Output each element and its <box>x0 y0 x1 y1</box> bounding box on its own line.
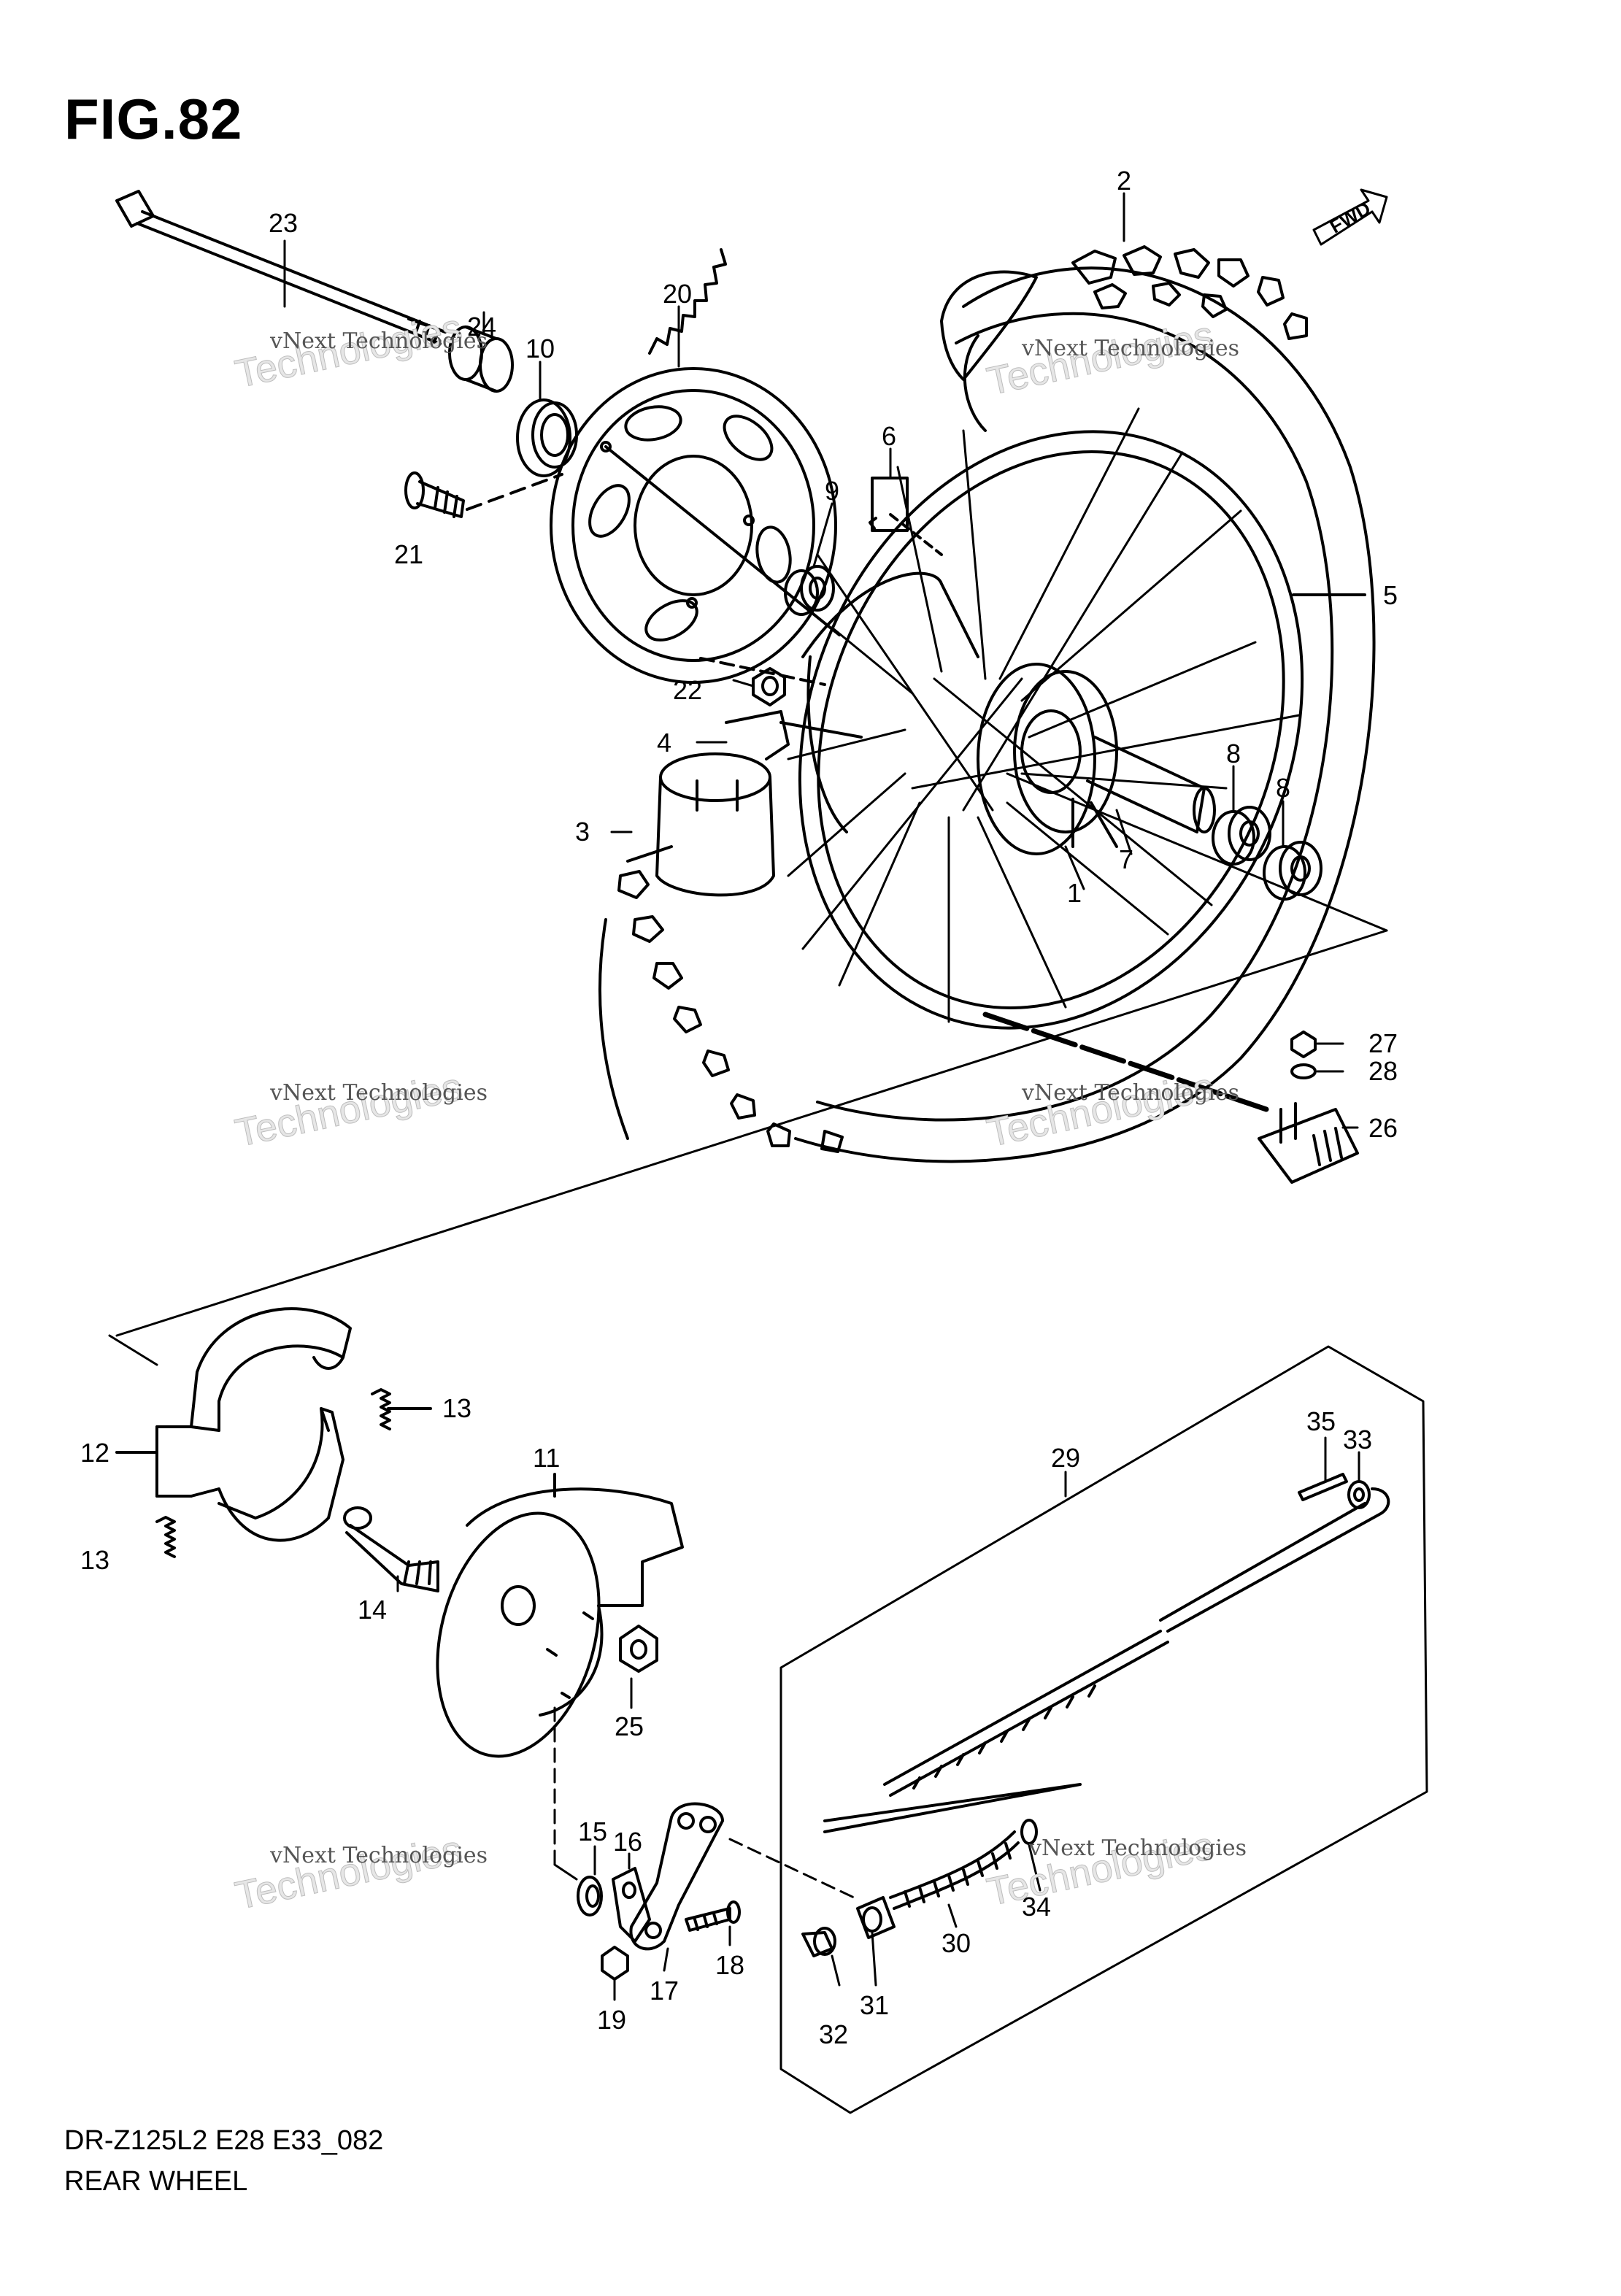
callout-31: 31 <box>860 1990 889 2020</box>
callout-17: 17 <box>650 1976 679 2006</box>
brake-panel-11 <box>436 1473 684 1758</box>
nut-22 <box>699 657 826 706</box>
callout-29: 29 <box>1051 1443 1080 1473</box>
callout-16: 16 <box>613 1827 642 1857</box>
rear-hub-1 <box>801 571 1216 855</box>
washer-33 <box>1347 1480 1371 1509</box>
callout-15: 15 <box>578 1817 607 1846</box>
brake-shoe-upper-12 <box>190 1307 352 1432</box>
tire-lugs-lower <box>598 870 844 1153</box>
callout-25: 25 <box>615 1711 644 1741</box>
nut-25 <box>619 1625 658 1673</box>
nut-27 <box>1290 1030 1317 1058</box>
section-name: REAR WHEEL <box>64 2166 248 2197</box>
callout-8b: 8 <box>1276 773 1290 803</box>
bearing-9 <box>784 565 835 616</box>
callout-12: 12 <box>80 1438 109 1468</box>
callout-13-lower: 13 <box>80 1545 109 1575</box>
sprocket-20 <box>550 248 841 684</box>
bolt-18 <box>685 1900 741 1932</box>
callout-30: 30 <box>942 1928 971 1958</box>
callout-24: 24 <box>467 312 496 342</box>
washer-28 <box>1290 1063 1317 1079</box>
rim-band-4 <box>725 710 863 760</box>
callout-1: 1 <box>1067 878 1082 908</box>
brake-camshaft-14 <box>343 1506 439 1592</box>
callout-5: 5 <box>1383 580 1398 610</box>
callout-32: 32 <box>819 2019 848 2049</box>
brake-shoe-lower-12 <box>190 1407 344 1542</box>
callout-34: 34 <box>1022 1892 1051 1922</box>
assembly-guide-lines <box>108 772 1388 1366</box>
callout-12-bracket <box>115 1425 193 1498</box>
callout-14: 14 <box>358 1595 387 1625</box>
bearing-8a <box>1212 806 1271 866</box>
callout-4: 4 <box>657 728 671 758</box>
spring-30 <box>889 1830 1020 1910</box>
fwd-label: FWD <box>1326 197 1374 238</box>
brake-rod-box-29 <box>779 1345 1428 2114</box>
callout-19: 19 <box>597 2005 626 2035</box>
spring-13-lower <box>155 1516 176 1558</box>
model-code: DR-Z125L2 E28 E33_082 <box>64 2125 384 2156</box>
callout-33: 33 <box>1343 1425 1372 1455</box>
spacer-24 <box>448 325 514 393</box>
callout-11: 11 <box>533 1443 560 1473</box>
callout-9: 9 <box>825 476 839 506</box>
callout-23: 23 <box>269 208 298 238</box>
callout-21: 21 <box>394 539 423 569</box>
callout-6: 6 <box>882 421 896 451</box>
wheel-rim-5 <box>798 430 1366 1030</box>
leader-lines <box>283 192 1360 2001</box>
callout-26: 26 <box>1368 1113 1398 1143</box>
callout-10: 10 <box>525 334 555 363</box>
callout-27: 27 <box>1368 1028 1398 1058</box>
callout-8a: 8 <box>1226 739 1241 768</box>
oil-seal-10 <box>516 398 578 477</box>
callout-13-upper: 13 <box>442 1393 471 1423</box>
brake-arm-guide <box>553 1706 855 1899</box>
nut-19 <box>601 1946 629 1981</box>
callout-numbers: 1 2 3 4 5 6 7 8 8 9 10 11 12 13 13 14 15… <box>80 166 1398 2049</box>
callout-22: 22 <box>673 675 702 705</box>
callout-7: 7 <box>1119 844 1133 874</box>
wing-nut-32 <box>801 1927 836 1957</box>
callout-28: 28 <box>1368 1056 1398 1086</box>
washer-34 <box>1020 1819 1038 1845</box>
callout-18: 18 <box>715 1950 744 1980</box>
inner-tube-3 <box>626 752 775 897</box>
callout-20: 20 <box>663 279 692 309</box>
axle-23 <box>115 190 447 345</box>
rear-tire-2 <box>794 245 1376 1163</box>
joint-31 <box>856 1896 896 1939</box>
plate-16 <box>612 1867 651 1943</box>
tube-valve-6 <box>869 477 943 556</box>
brake-rod-29 <box>823 1487 1390 1833</box>
cotter-pin-35 <box>1298 1473 1348 1501</box>
callout-35: 35 <box>1306 1406 1336 1436</box>
rim-lock-26 <box>1258 1102 1359 1184</box>
washer-15 <box>577 1876 603 1916</box>
brake-arm-17 <box>629 1802 724 1951</box>
fwd-arrow-icon <box>1312 188 1388 246</box>
callout-2: 2 <box>1117 166 1131 196</box>
callout-3: 3 <box>575 817 590 847</box>
wheel-spokes <box>787 407 1301 1023</box>
spring-13-upper <box>371 1388 432 1430</box>
bolt-21 <box>404 471 563 518</box>
fig-title: FIG.82 <box>64 87 243 151</box>
